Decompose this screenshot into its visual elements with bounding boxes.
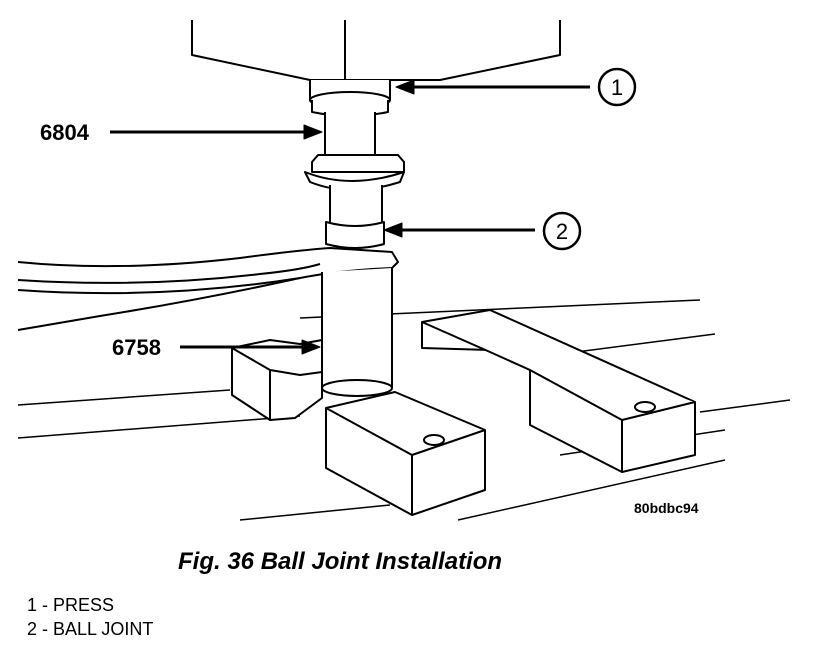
ball-joint-part <box>325 221 385 249</box>
support-block-front <box>325 391 486 516</box>
callout-arrows <box>110 79 590 355</box>
callout-circle-1 <box>597 67 637 107</box>
figure-reference-code: 80bdbc94 <box>634 500 699 516</box>
figure-caption: Fig. 36 Ball Joint Installation <box>178 548 503 575</box>
control-arm <box>17 247 399 331</box>
tool-label-6758: 6758 <box>112 335 161 360</box>
support-block-left <box>231 339 323 421</box>
callout-number-1: 1 <box>611 75 623 100</box>
tool-label-6804: 6804 <box>40 120 90 145</box>
legend: 1 - PRESS 2 - BALL JOINT <box>27 593 153 641</box>
legend-item-ball-joint: 2 - BALL JOINT <box>27 619 154 639</box>
ball-joint-installation-diagram: 1 2 6804 6758 80bdbc94 <box>17 20 791 521</box>
upper-receiver-tool <box>304 112 405 237</box>
callout-circle-2 <box>542 211 582 251</box>
press-head <box>191 20 561 117</box>
support-block-right <box>421 309 696 473</box>
callout-number-2: 2 <box>556 219 568 244</box>
legend-item-press: 1 - PRESS <box>27 595 115 615</box>
lower-receiver-tool <box>321 268 393 397</box>
